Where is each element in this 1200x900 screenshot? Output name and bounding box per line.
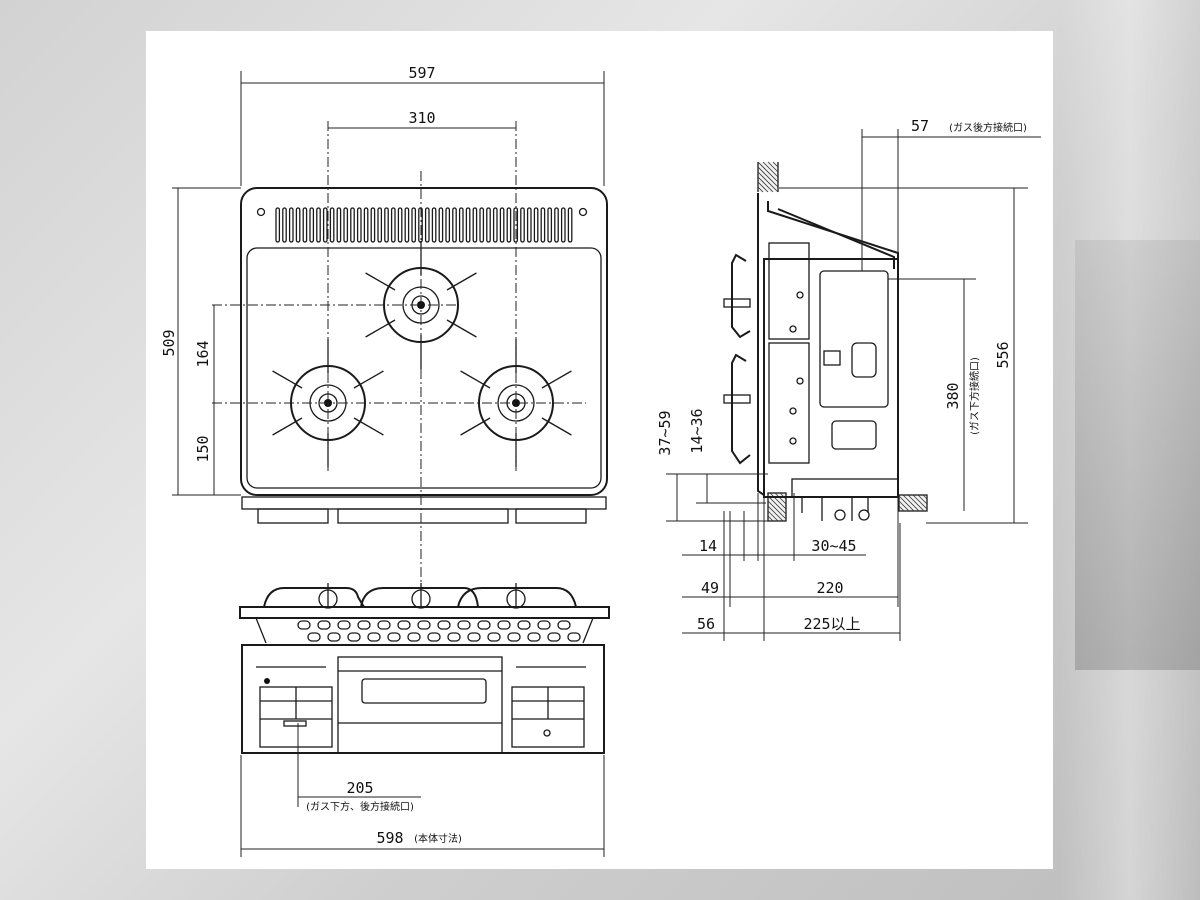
svg-text:49: 49 xyxy=(701,579,719,597)
dim-14-36: 14~36 xyxy=(688,408,766,504)
top-view-cooktop xyxy=(240,187,608,524)
drawing-sheet: 597 310 509 164 150 xyxy=(146,31,1053,869)
svg-text:597: 597 xyxy=(408,64,435,82)
svg-text:37~59: 37~59 xyxy=(656,410,674,455)
dim-205: 205 (ガス下方、後方接続口) xyxy=(297,723,421,813)
svg-text:205: 205 xyxy=(346,779,373,797)
rear-vent-slots xyxy=(275,207,573,243)
dim-49-and-220: 49 220 xyxy=(682,497,899,607)
dim-56-and-225: 56 225以上 xyxy=(682,511,901,641)
svg-text:509: 509 xyxy=(160,329,178,356)
dim-597: 597 xyxy=(240,64,605,186)
front-view xyxy=(239,583,610,754)
svg-text:310: 310 xyxy=(408,109,435,127)
dim-150: 150 xyxy=(194,403,215,495)
svg-text:556: 556 xyxy=(994,341,1012,368)
dim-57: 57 (ガス後方接続口) xyxy=(861,117,1041,271)
dim-509: 509 xyxy=(160,187,241,496)
svg-text:14: 14 xyxy=(699,537,717,555)
dim-598: 598 (本体寸法) xyxy=(240,755,605,857)
side-view xyxy=(723,161,928,522)
svg-text:(本体寸法): (本体寸法) xyxy=(414,832,462,845)
svg-text:220: 220 xyxy=(816,579,843,597)
svg-text:14~36: 14~36 xyxy=(688,408,706,453)
svg-text:(ガス後方接続口): (ガス後方接続口) xyxy=(949,121,1027,134)
background-light-streak xyxy=(1060,0,1200,900)
dim-380: 380 (ガス下方接続口) xyxy=(888,278,981,511)
svg-text:56: 56 xyxy=(697,615,715,633)
svg-text:150: 150 xyxy=(194,435,212,462)
background-dark-panel xyxy=(1075,240,1200,670)
dim-310: 310 xyxy=(328,109,516,129)
dim-556: 556 xyxy=(779,187,1028,524)
dim-164: 164 xyxy=(194,305,215,403)
technical-drawing: 597 310 509 164 150 xyxy=(160,64,1041,857)
dim-14-and-30-45: 14 30~45 xyxy=(682,493,866,561)
svg-text:(ガス下方、後方接続口): (ガス下方、後方接続口) xyxy=(306,800,414,813)
svg-text:164: 164 xyxy=(194,340,212,367)
dim-37-59: 37~59 xyxy=(656,410,768,522)
svg-text:380: 380 xyxy=(944,382,962,409)
svg-text:598: 598 xyxy=(376,829,403,847)
svg-text:57: 57 xyxy=(911,117,929,135)
svg-text:225以上: 225以上 xyxy=(803,615,860,633)
svg-text:30~45: 30~45 xyxy=(811,537,856,555)
svg-text:(ガス下方接続口): (ガス下方接続口) xyxy=(968,357,981,435)
